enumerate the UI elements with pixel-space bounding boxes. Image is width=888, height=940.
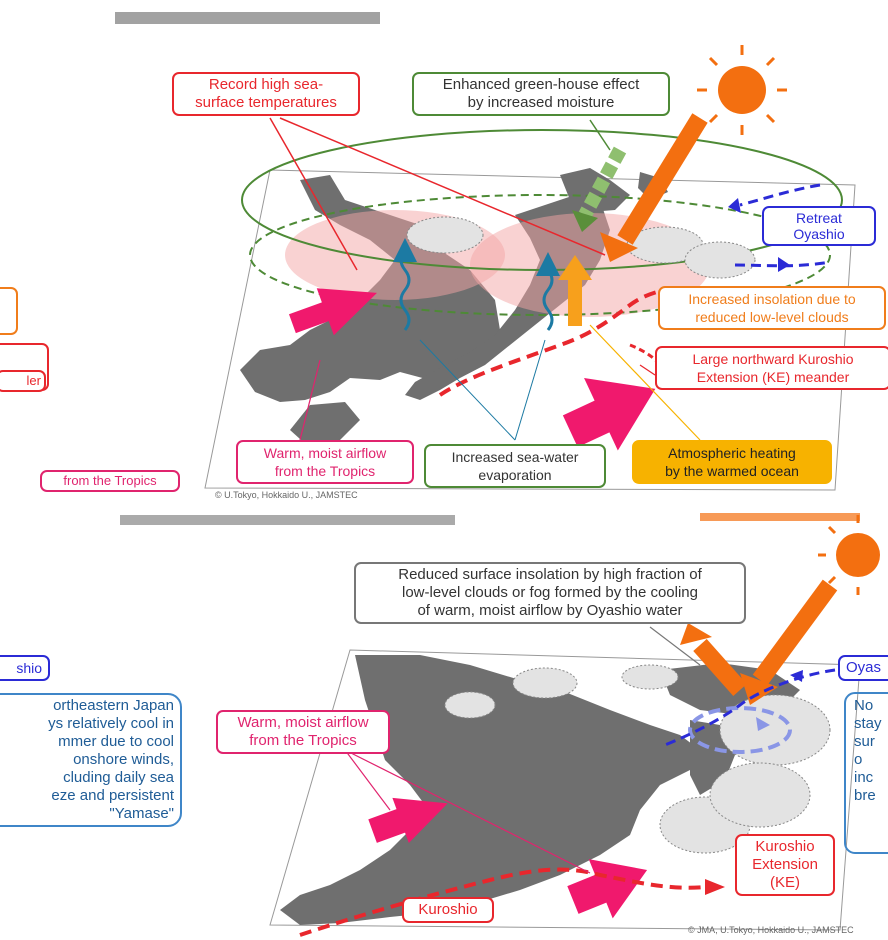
- credit-bottom: © JMA, U.Tokyo, Hokkaido U., JAMSTEC: [688, 925, 854, 935]
- oyashio-arrowhead: [790, 670, 803, 682]
- label-from-tropics-cut: from the Tropics: [40, 470, 180, 492]
- cloud-1: [512, 667, 578, 699]
- leader-warm-airflow-1: [344, 749, 391, 811]
- leader-greenhouse: [589, 119, 611, 151]
- label-increased-insolation: Increased insolation due to reduced low-…: [658, 286, 886, 330]
- cloud-west: [406, 216, 484, 254]
- oyashio-path-lower: [734, 260, 831, 268]
- sun-icon: [836, 533, 880, 577]
- label-oyashio-right: Oyas: [838, 655, 888, 681]
- airflow-arrow-2: [567, 859, 648, 919]
- reflected-insolation-shaft: [693, 639, 747, 696]
- heating-arrowhead: [558, 255, 592, 280]
- leader-record-high-2: [279, 117, 606, 256]
- scan-artifact: [115, 12, 380, 24]
- label-left-cut-red: ler: [0, 370, 46, 392]
- cut-box-right: [844, 692, 888, 854]
- label-record-high-sst: Record high sea- surface temperatures: [172, 72, 360, 116]
- leader-heating: [589, 324, 701, 441]
- cut-box-orange: [0, 287, 18, 335]
- oyashio-eddy: [688, 706, 792, 754]
- cloud-4: [719, 694, 831, 766]
- bottom-diagram-graphics: [120, 513, 888, 937]
- label-oyashio-left: shio: [0, 655, 50, 681]
- label-oyashio-top: Oyashio: [793, 226, 845, 242]
- oyashio-path-top: [739, 183, 821, 207]
- leader-record-high-1: [269, 117, 358, 271]
- label-greenhouse-effect: Enhanced green-house effect by increased…: [412, 72, 670, 116]
- leader-warm-airflow: [299, 359, 321, 441]
- evaporation-arrowhead-west: [393, 238, 417, 262]
- hokkaido-land: [560, 168, 630, 212]
- leader-kuroshio: [639, 364, 656, 376]
- evaporation-arrow-west: [399, 249, 411, 331]
- cloud-6: [709, 762, 811, 828]
- kuroshio-path: [438, 286, 701, 397]
- credit-top: © U.Tokyo, Hokkaido U., JAMSTEC: [215, 490, 358, 500]
- evaporation-arrowhead-east: [536, 252, 560, 276]
- label-retreat: Retreat: [796, 210, 842, 226]
- insolation-arrowhead: [600, 232, 638, 262]
- cloud-3: [621, 664, 679, 690]
- insolation-arrow-shaft: [617, 113, 708, 245]
- label-retreat-oyashio: Retreat Oyashio: [762, 206, 876, 246]
- label-warm-airflow-top: Warm, moist airflow from the Tropics: [236, 440, 414, 484]
- cloud-far-east: [684, 241, 756, 279]
- scan-artifact: [120, 515, 455, 525]
- cloud-2: [444, 691, 496, 719]
- reflected-insolation-head: [680, 623, 712, 645]
- label-evaporation: Increased sea-water evaporation: [424, 444, 606, 488]
- airflow-arrow-west: [288, 288, 377, 336]
- label-atmospheric-heating: Atmospheric heating by the warmed ocean: [632, 440, 832, 484]
- leader-evaporation-1: [419, 339, 516, 441]
- sun-rays-icon: [697, 45, 787, 135]
- bottom-panel-typical-summer: Reduced surface insolation by high fract…: [0, 505, 888, 940]
- kuroshio-path: [299, 867, 706, 937]
- oyashio-arrowhead-lower: [778, 257, 790, 272]
- greenhouse-arrowhead: [572, 210, 598, 232]
- sun-icon: [718, 66, 766, 114]
- scan-artifact-orange: [700, 513, 860, 521]
- label-kuroshio-meander: Large northward Kuroshio Extension (KE) …: [655, 346, 888, 390]
- heating-arrow-shaft: [568, 278, 582, 326]
- top-panel-summer-2023: Record high sea- surface temperatures En…: [0, 12, 888, 500]
- leader-evaporation-2: [514, 339, 546, 441]
- incoming-insolation-shaft: [752, 579, 838, 686]
- label-right-cut: No stay sur o inc bre: [854, 697, 882, 804]
- airflow-arrow-east: [562, 377, 656, 451]
- evaporation-arrow-east: [542, 269, 554, 331]
- kuroshio-arrowhead: [705, 879, 725, 895]
- japan-land: [240, 175, 500, 402]
- label-kuroshio-extension: Kuroshio Extension (KE): [735, 834, 835, 896]
- label-kuroshio: Kuroshio: [402, 897, 494, 923]
- label-reduced-insolation: Reduced surface insolation by high fract…: [354, 562, 746, 624]
- oyashio-arrowhead-top: [728, 198, 741, 213]
- leader-warm-airflow-2: [344, 749, 591, 874]
- label-northeastern-japan: ortheastern Japan ys relatively cool in …: [0, 693, 182, 827]
- top-diagram-graphics: [0, 12, 856, 491]
- korea-land: [290, 402, 360, 448]
- label-warm-airflow-bottom: Warm, moist airflow from the Tropics: [216, 710, 390, 754]
- greenhouse-arrow: [578, 146, 627, 219]
- airflow-arrow-1: [368, 797, 448, 843]
- greenhouse-ellipse-inner: [249, 194, 831, 316]
- oyashio-path: [664, 668, 836, 747]
- oyashio-arrowhead-2: [756, 717, 770, 731]
- sun-rays-icon: [818, 515, 860, 595]
- leader-reduced-insolation: [649, 626, 701, 666]
